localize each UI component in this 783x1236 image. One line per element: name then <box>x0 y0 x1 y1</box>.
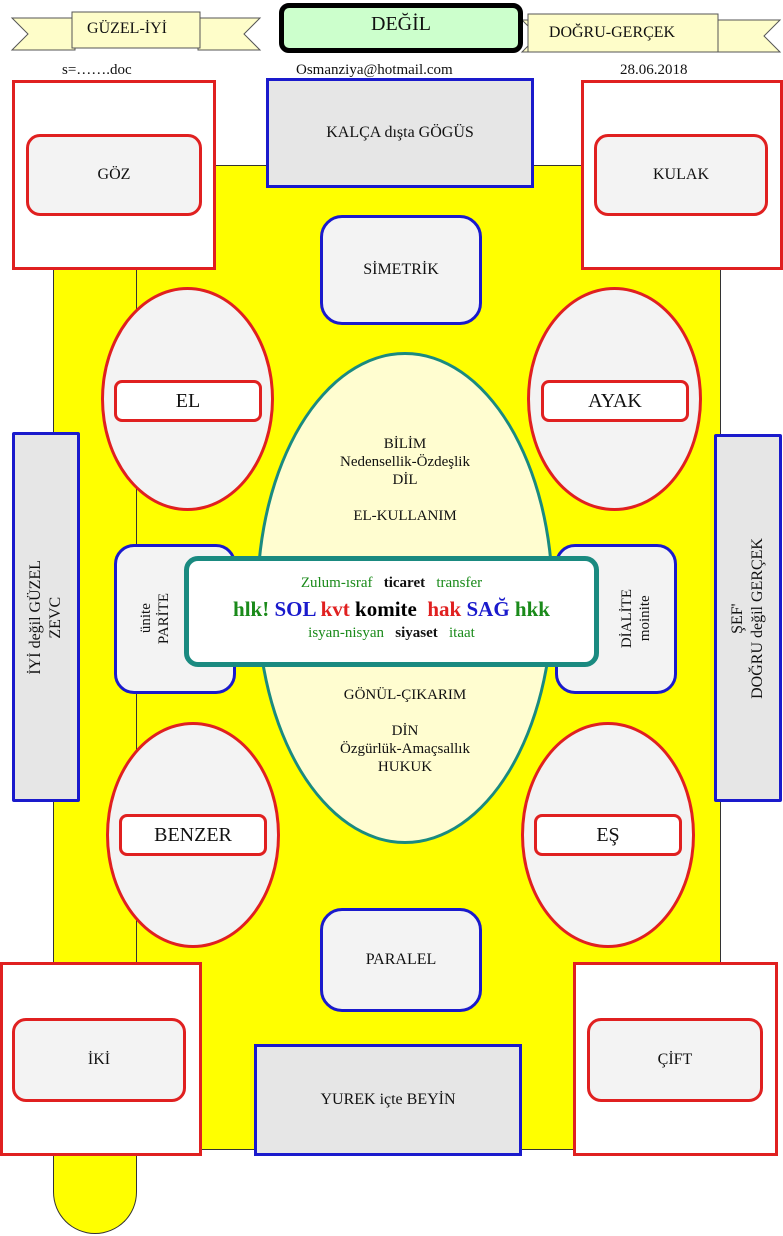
row3-isyan: isyan-nisyan <box>308 625 384 641</box>
ct-line-1: BİLİM <box>383 436 427 452</box>
row2-sol: SOL <box>274 597 316 621</box>
row2-kvt: kvt <box>320 597 350 621</box>
ellipse-benzer-label: BENZER <box>119 814 267 856</box>
row2-hkk: hkk <box>514 597 550 621</box>
cb-line-3: DİN <box>391 723 419 739</box>
right-ribbon-label: DOĞRU-GERÇEK <box>548 24 676 41</box>
row2-hlk: hlk! <box>233 597 270 621</box>
left-vert-line1: İYİ değil GÜZEL <box>27 559 44 675</box>
box-right-vertical: ŞEF' DOĞRU değil GERÇEK <box>714 434 782 802</box>
unite-line2: PARİTE <box>156 593 172 645</box>
row1-zulum: Zulum-ısraf <box>300 575 373 591</box>
center-ellipse-bottom-text: GÖNÜL-ÇIKARIM DİN Özgürlük-Amaçsallık HU… <box>300 686 510 776</box>
inner-left-line <box>136 265 137 1145</box>
center-box-row2: hlk! SOL kvt komite hak SAĞ hkk <box>189 597 594 622</box>
row3-itaat: itaat <box>449 625 475 641</box>
cb-line-1: GÖNÜL-ÇIKARIM <box>343 687 467 703</box>
row1-ticaret: ticaret <box>383 575 426 591</box>
cb-line-5: HUKUK <box>377 759 433 775</box>
right-ribbon <box>520 13 782 53</box>
box-paralel: PARALEL <box>320 908 482 1012</box>
center-box: Zulum-ısraf ticaret transfer hlk! SOL kv… <box>184 556 599 667</box>
ellipse-es-label: EŞ <box>534 814 682 856</box>
row1-transfer: transfer <box>436 575 483 591</box>
center-ellipse-top-text: BİLİM Nedensellik-Özdeşlik DİL EL-KULLAN… <box>300 435 510 525</box>
row3-siyaset: siyaset <box>395 625 438 641</box>
box-left-vertical: İYİ değil GÜZEL ZEVC <box>12 432 80 802</box>
doc-ref: s=…….doc <box>62 62 132 78</box>
ct-line-2: Nedensellik-Özdeşlik <box>340 454 470 470</box>
title-box: DEĞİL <box>279 3 523 53</box>
dialite-line2: moinite <box>637 596 653 642</box>
center-box-row3: isyan-nisyan siyaset itaat <box>189 625 594 642</box>
row2-hak: hak <box>427 597 462 621</box>
cb-line-4: Özgürlük-Amaçsallık <box>340 741 470 757</box>
ellipse-ayak-label: AYAK <box>541 380 689 422</box>
right-vert-line2: DOĞRU değil GERÇEK <box>749 537 766 699</box>
date: 28.06.2018 <box>620 62 688 78</box>
email: Osmanziya@hotmail.com <box>296 62 453 78</box>
box-kulak-inner: KULAK <box>594 134 768 216</box>
ellipse-el-label: EL <box>114 380 262 422</box>
center-box-row1: Zulum-ısraf ticaret transfer <box>189 575 594 592</box>
left-ribbon <box>10 11 262 51</box>
row2-sag: SAĞ <box>466 597 510 621</box>
cb-line-2 <box>300 704 510 722</box>
unite-line1: ünite <box>138 604 154 634</box>
ct-line-3: DİL <box>392 472 418 488</box>
box-iki-inner: İKİ <box>12 1018 186 1102</box>
ct-line-4 <box>300 489 510 507</box>
box-cift-inner: ÇİFT <box>587 1018 763 1102</box>
row2-komite: komite <box>355 597 417 621</box>
box-goz-inner: GÖZ <box>26 134 202 216</box>
right-vert-line1: ŞEF' <box>729 602 746 634</box>
left-vert-line2: ZEVC <box>47 596 64 638</box>
dialite-line1: DİALİTE <box>619 589 635 649</box>
left-ribbon-label: GÜZEL-İYİ <box>87 20 167 37</box>
box-yurek: YUREK içte BEYİN <box>254 1044 522 1156</box>
box-kalca: KALÇA dışta GÖGÜS <box>266 78 534 188</box>
box-simetrik: SİMETRİK <box>320 215 482 325</box>
ct-line-5: EL-KULLANIM <box>353 508 457 524</box>
